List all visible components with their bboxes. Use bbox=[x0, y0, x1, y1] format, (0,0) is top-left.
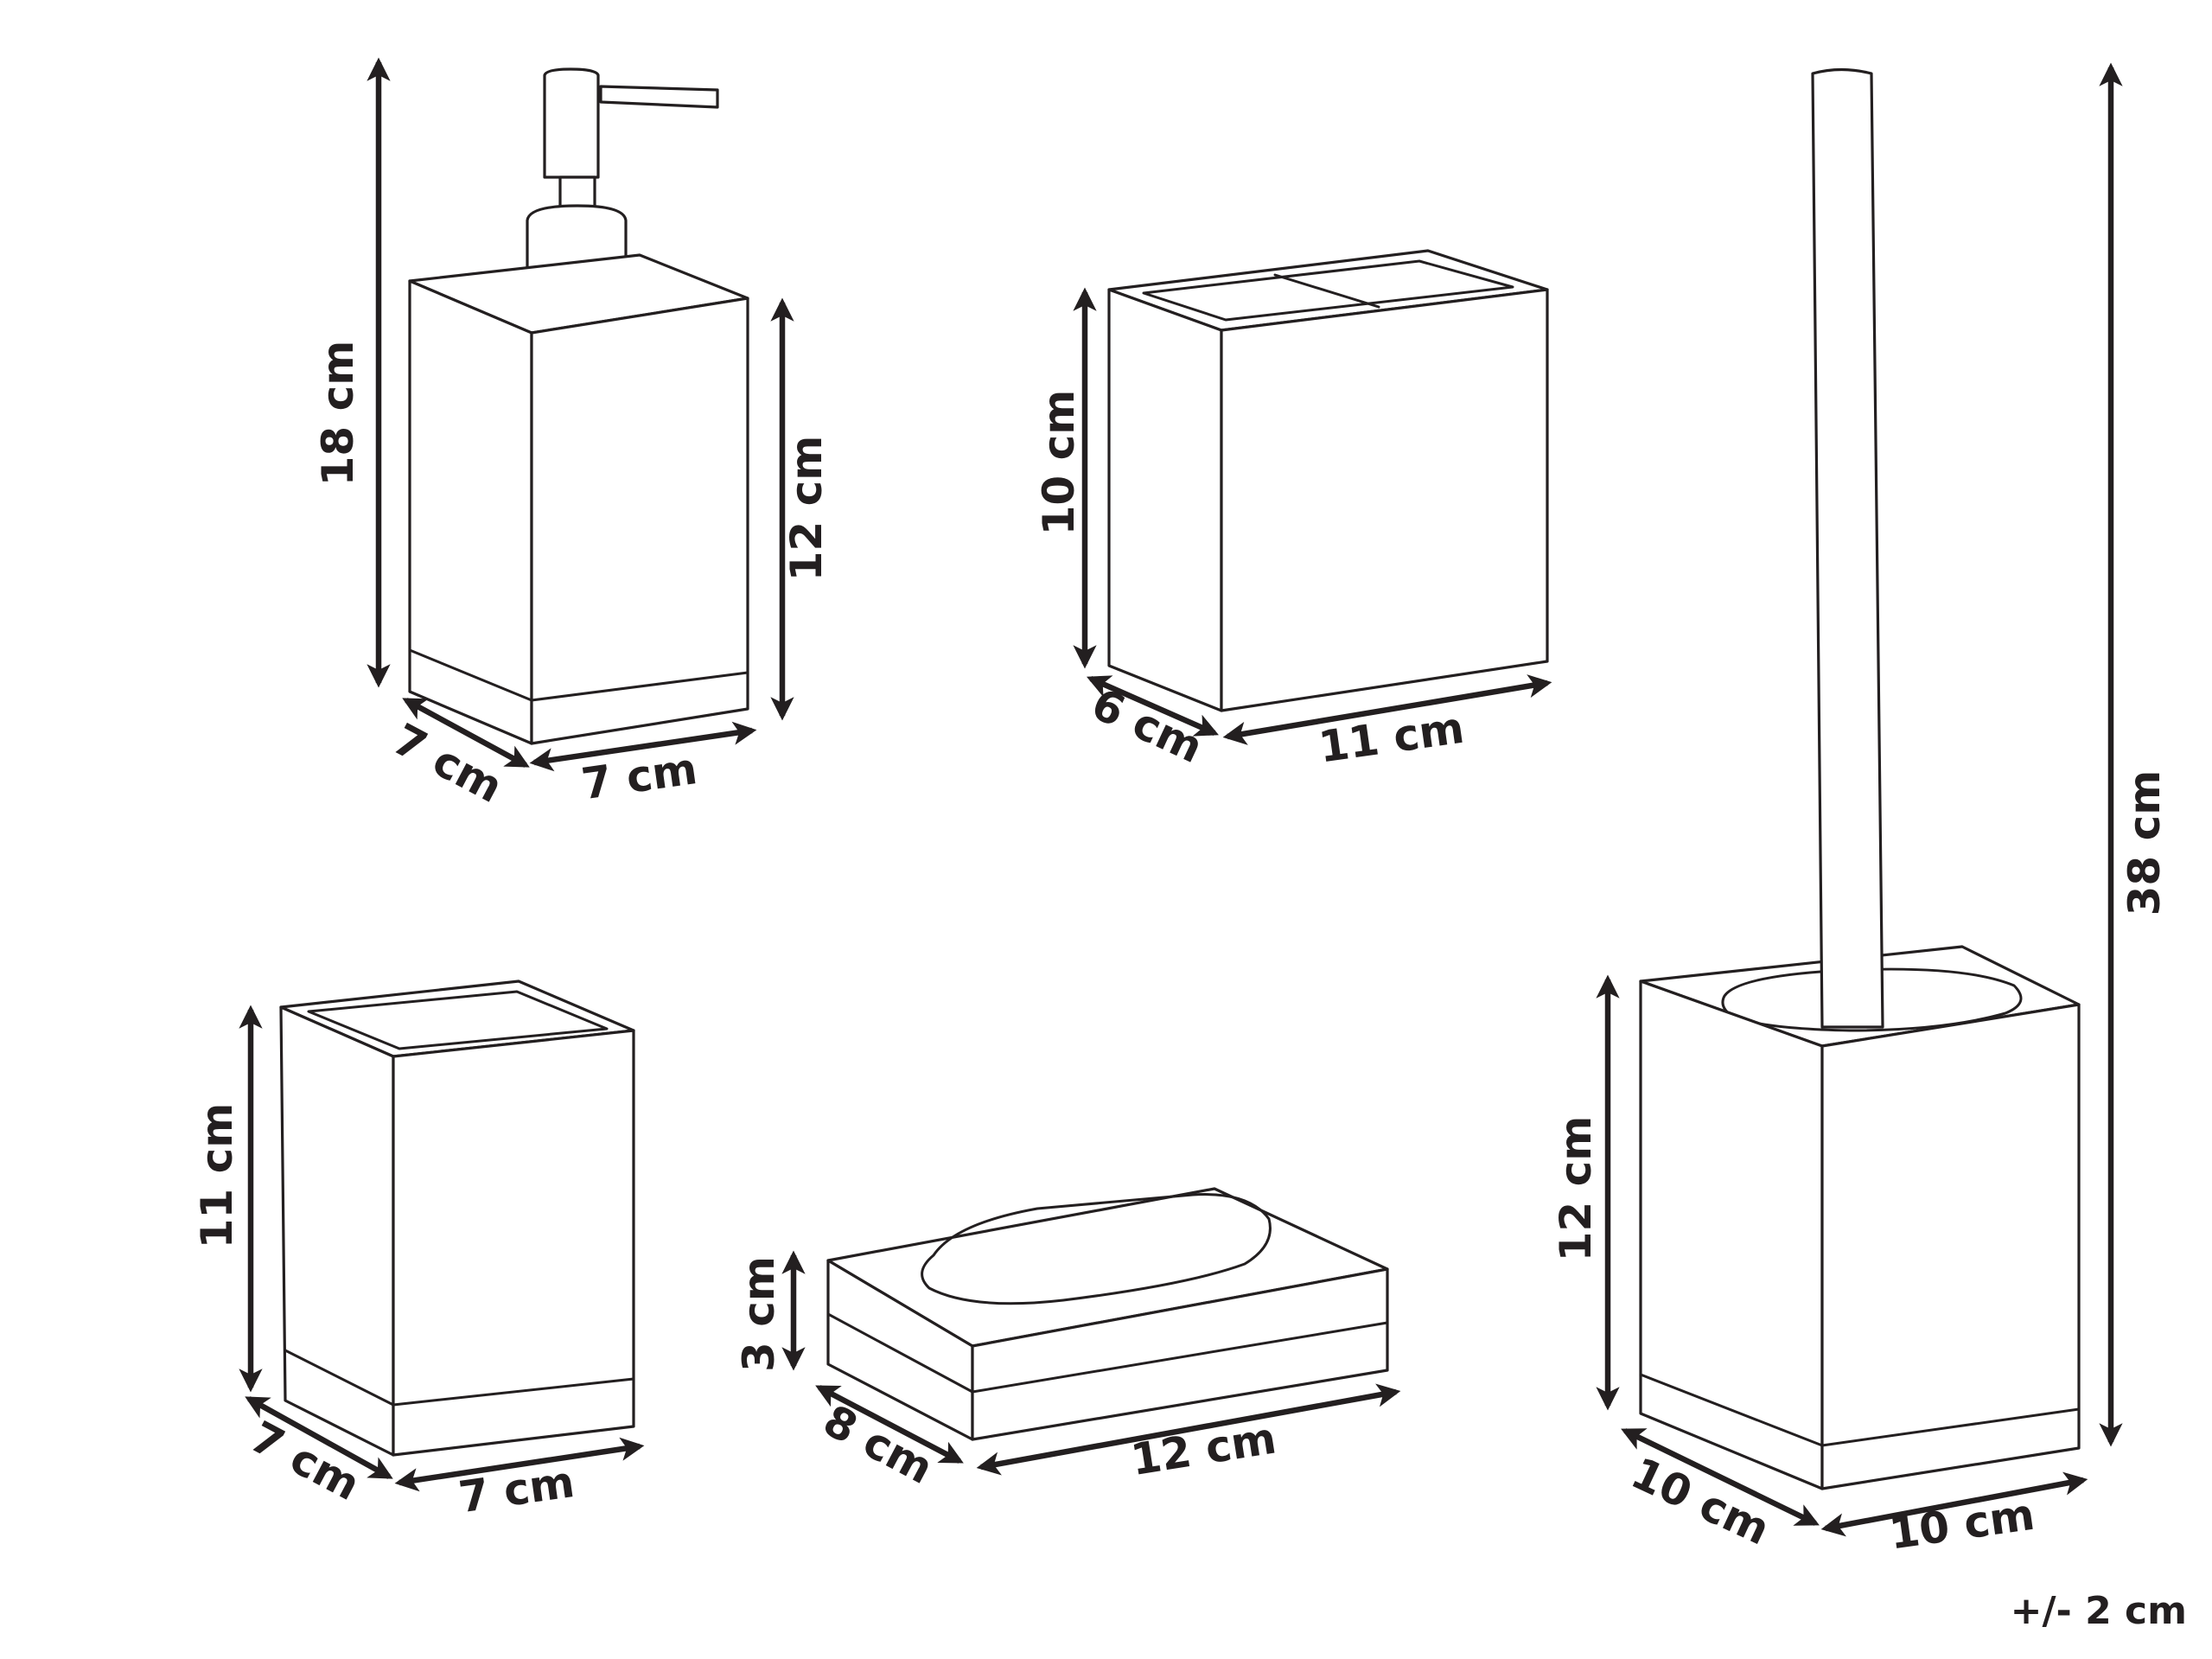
tumbler: 11 cm 7 cm 7 cm bbox=[192, 979, 645, 1522]
tolerance-note: +/- 2 cm bbox=[2011, 1589, 2187, 1633]
tumbler-depth-line bbox=[245, 1396, 393, 1479]
soap-dish-width-label: 12 cm bbox=[1127, 1413, 1279, 1485]
soap-dispenser-depth-label: 7 cm bbox=[385, 714, 510, 813]
toilet-brush-width-label: 10 cm bbox=[1886, 1490, 2037, 1560]
toilet-brush-height-body-label: 12 cm bbox=[1551, 1116, 1601, 1262]
toilet-brush-height-total-label: 38 cm bbox=[2120, 770, 2170, 916]
soap-dispenser-height-total-label: 18 cm bbox=[313, 341, 363, 487]
soap-dish-width-line bbox=[976, 1383, 1401, 1476]
soap-dish-depth-line bbox=[815, 1385, 964, 1464]
toilet-brush-depth-line bbox=[1621, 1428, 1820, 1526]
toilet-brush-depth-label: 10 cm bbox=[1623, 1448, 1776, 1555]
toilet-brush-width-line bbox=[1820, 1471, 2088, 1537]
toothbrush-holder-width-label: 11 cm bbox=[1316, 703, 1467, 773]
soap-dish-height-label: 3 cm bbox=[734, 1256, 784, 1372]
toilet-brush-handle bbox=[1811, 67, 1884, 1029]
soap-dispenser-depth-line bbox=[402, 698, 530, 768]
toothbrush-holder-depth-line bbox=[1087, 675, 1219, 737]
tumbler-width-label: 7 cm bbox=[456, 1457, 577, 1522]
tumbler-width-line bbox=[394, 1437, 645, 1492]
soap-dispenser-height-body-label: 12 cm bbox=[781, 436, 832, 582]
toothbrush-holder-height-label: 10 cm bbox=[1034, 390, 1084, 536]
soap-dispenser-width-line bbox=[529, 721, 757, 772]
tumbler-height-label: 11 cm bbox=[192, 1103, 242, 1249]
soap-dispenser-body bbox=[408, 253, 749, 745]
soap-dish: 3 cm 8 cm 12 cm bbox=[734, 1187, 1401, 1494]
soap-dispenser: 18 cm 12 cm 7 cm 7 cm bbox=[313, 57, 832, 813]
toilet-brush: 38 cm 12 cm 10 cm 10 cm bbox=[1551, 62, 2170, 1560]
toothbrush-holder-width-line bbox=[1222, 674, 1552, 745]
toothbrush-holder: 10 cm 6 cm 11 cm bbox=[1034, 249, 1552, 773]
